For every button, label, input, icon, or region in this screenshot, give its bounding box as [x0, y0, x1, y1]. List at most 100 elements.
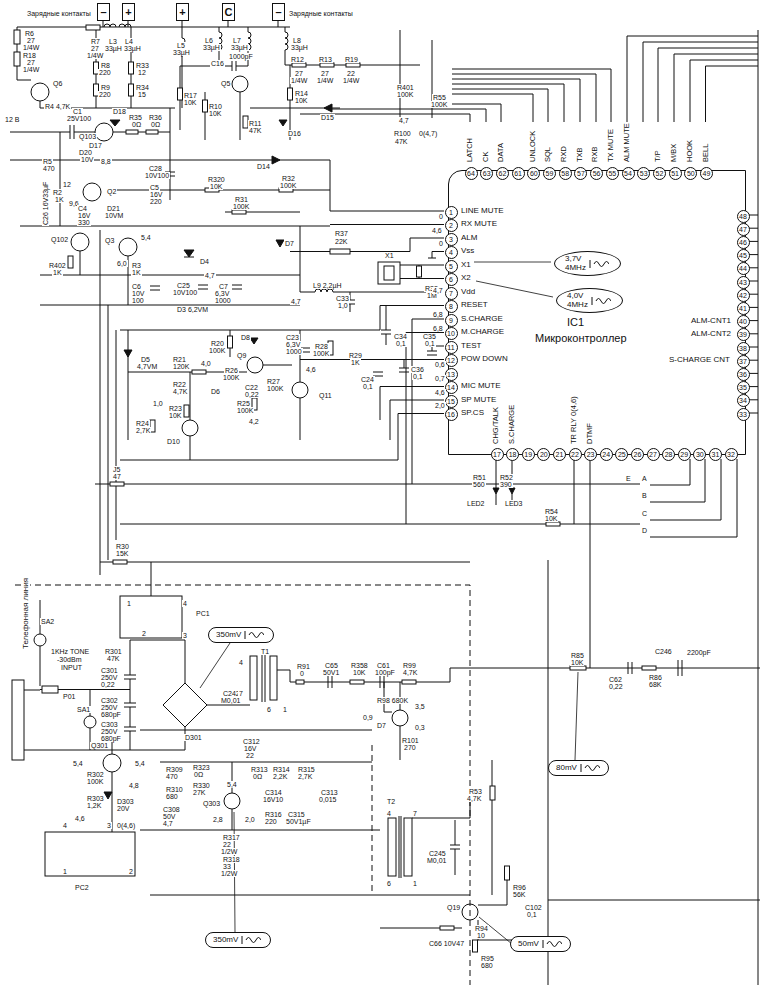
component-symbol [473, 940, 478, 952]
schematic-label: D17 [88, 142, 103, 149]
schematic-label: 10K [209, 183, 223, 190]
schematic-label: 100pF [374, 669, 396, 676]
wire [103, 21, 278, 38]
schematic-label: 4,6 [434, 389, 446, 396]
schematic-label: 1 [62, 868, 68, 875]
diode-symbol [110, 120, 120, 126]
pin-circle: 42 [737, 289, 750, 302]
schematic-label: R401 [396, 84, 415, 91]
pin-circle: 4 [445, 246, 458, 259]
component-symbol [320, 63, 334, 67]
pin-circle: 18 [506, 448, 519, 461]
pin-circle: 58 [559, 167, 572, 180]
schematic-label: L7 [232, 37, 242, 44]
wire [60, 132, 61, 226]
wire [20, 226, 330, 227]
schematic-label: 16V [243, 745, 257, 752]
schematic-label: 33µH [104, 45, 123, 52]
pin-number: 29 [680, 451, 688, 458]
wire [380, 880, 548, 940]
pin-number: 55 [608, 170, 616, 177]
schematic-label: 220 [98, 69, 112, 76]
pin-number: 5 [449, 263, 453, 270]
component-symbol [350, 680, 364, 684]
pin-circle: 37 [737, 355, 750, 368]
schematic-label: C25 [176, 282, 191, 289]
schematic-label: L3 [108, 38, 118, 45]
waveform-callout: 3,7V4MHz [554, 251, 621, 276]
wire [300, 360, 444, 373]
schematic-label: R301 [104, 648, 123, 655]
component-symbol [182, 420, 198, 436]
schematic-label: 22 [346, 70, 356, 77]
schematic-label: R100 [393, 130, 412, 137]
schematic-label: 0Ω [193, 771, 204, 778]
schematic-label: C6 [131, 283, 142, 290]
schematic-label: 10K [294, 97, 308, 104]
schematic-label: R54 [544, 508, 559, 515]
pin-circle: 26 [631, 448, 644, 461]
schematic-label: 2 [128, 868, 134, 875]
leader-line [575, 672, 578, 760]
pin-number: 11 [447, 344, 454, 351]
component-symbol [86, 25, 100, 30]
schematic-label: R9 [100, 84, 111, 91]
schematic-label: 6,8 [432, 311, 444, 318]
component-symbol [232, 76, 248, 92]
wire [450, 820, 460, 875]
component-symbol [192, 370, 206, 374]
schematic-label: R22 [172, 381, 187, 388]
schematic-label: M.CHARGE [460, 328, 505, 336]
schematic-label: 100 [131, 297, 145, 304]
schematic-label: ALM-CNT1 [690, 317, 732, 325]
wire [400, 30, 432, 120]
schematic-label: D3 6,2VM [176, 306, 209, 313]
schematic-label: L4 [124, 38, 134, 45]
pin-circle: 28 [662, 448, 675, 461]
schematic-label: 4,2 [248, 418, 260, 425]
waveform-line [245, 631, 264, 639]
schematic-label: S-CHARGE CNT [668, 356, 731, 364]
component-symbol [288, 88, 293, 100]
schematic-label: 25V100 [66, 115, 92, 122]
pin-number: 26 [633, 451, 641, 458]
pin-signal-name: LATCH [466, 137, 474, 163]
pin-number: 3 [449, 236, 453, 243]
pin-number: 53 [640, 170, 648, 177]
schematic-label: M0,01 [426, 857, 447, 864]
wire [330, 160, 444, 225]
schematic-label: R317 [222, 834, 241, 841]
component-symbol [103, 754, 121, 772]
pin-circle: 41 [737, 302, 750, 315]
leader-line [476, 281, 553, 297]
pin-number: 57 [577, 170, 585, 177]
wire [412, 760, 492, 895]
schematic-label: 3 [106, 822, 112, 829]
schematic-label: C24 [360, 376, 375, 383]
node-text: – [275, 7, 281, 18]
waveform-callout: 50mV [510, 936, 571, 952]
schematic-label: R85 [570, 652, 585, 659]
schematic-label: 1 [282, 706, 288, 713]
pin-number: 54 [624, 170, 632, 177]
pin-number: 31 [711, 451, 719, 458]
schematic-label: 1 [126, 600, 132, 607]
component-symbol [490, 786, 495, 800]
schematic-label: 10K [352, 669, 366, 676]
schematic-label: D303 [116, 798, 135, 805]
callout-text-column: 350mV [213, 936, 238, 944]
schematic-label: C314 [264, 789, 283, 796]
schematic-label: R34 [135, 84, 150, 91]
schematic-label: D [641, 527, 648, 534]
component-symbol [129, 62, 134, 74]
pin-circle: 39 [737, 328, 750, 341]
pin-circle: 5 [445, 260, 458, 273]
schematic-label: 5,4 [72, 760, 84, 767]
diode-symbol [124, 350, 132, 357]
schematic-label: R52 [499, 474, 514, 481]
pin-signal-name: SQL [544, 146, 552, 163]
schematic-label: X2 [460, 274, 472, 282]
schematic-label: 50V1 [322, 669, 340, 676]
schematic-label: 4 [238, 659, 244, 666]
schematic-label: 27 [26, 37, 36, 44]
